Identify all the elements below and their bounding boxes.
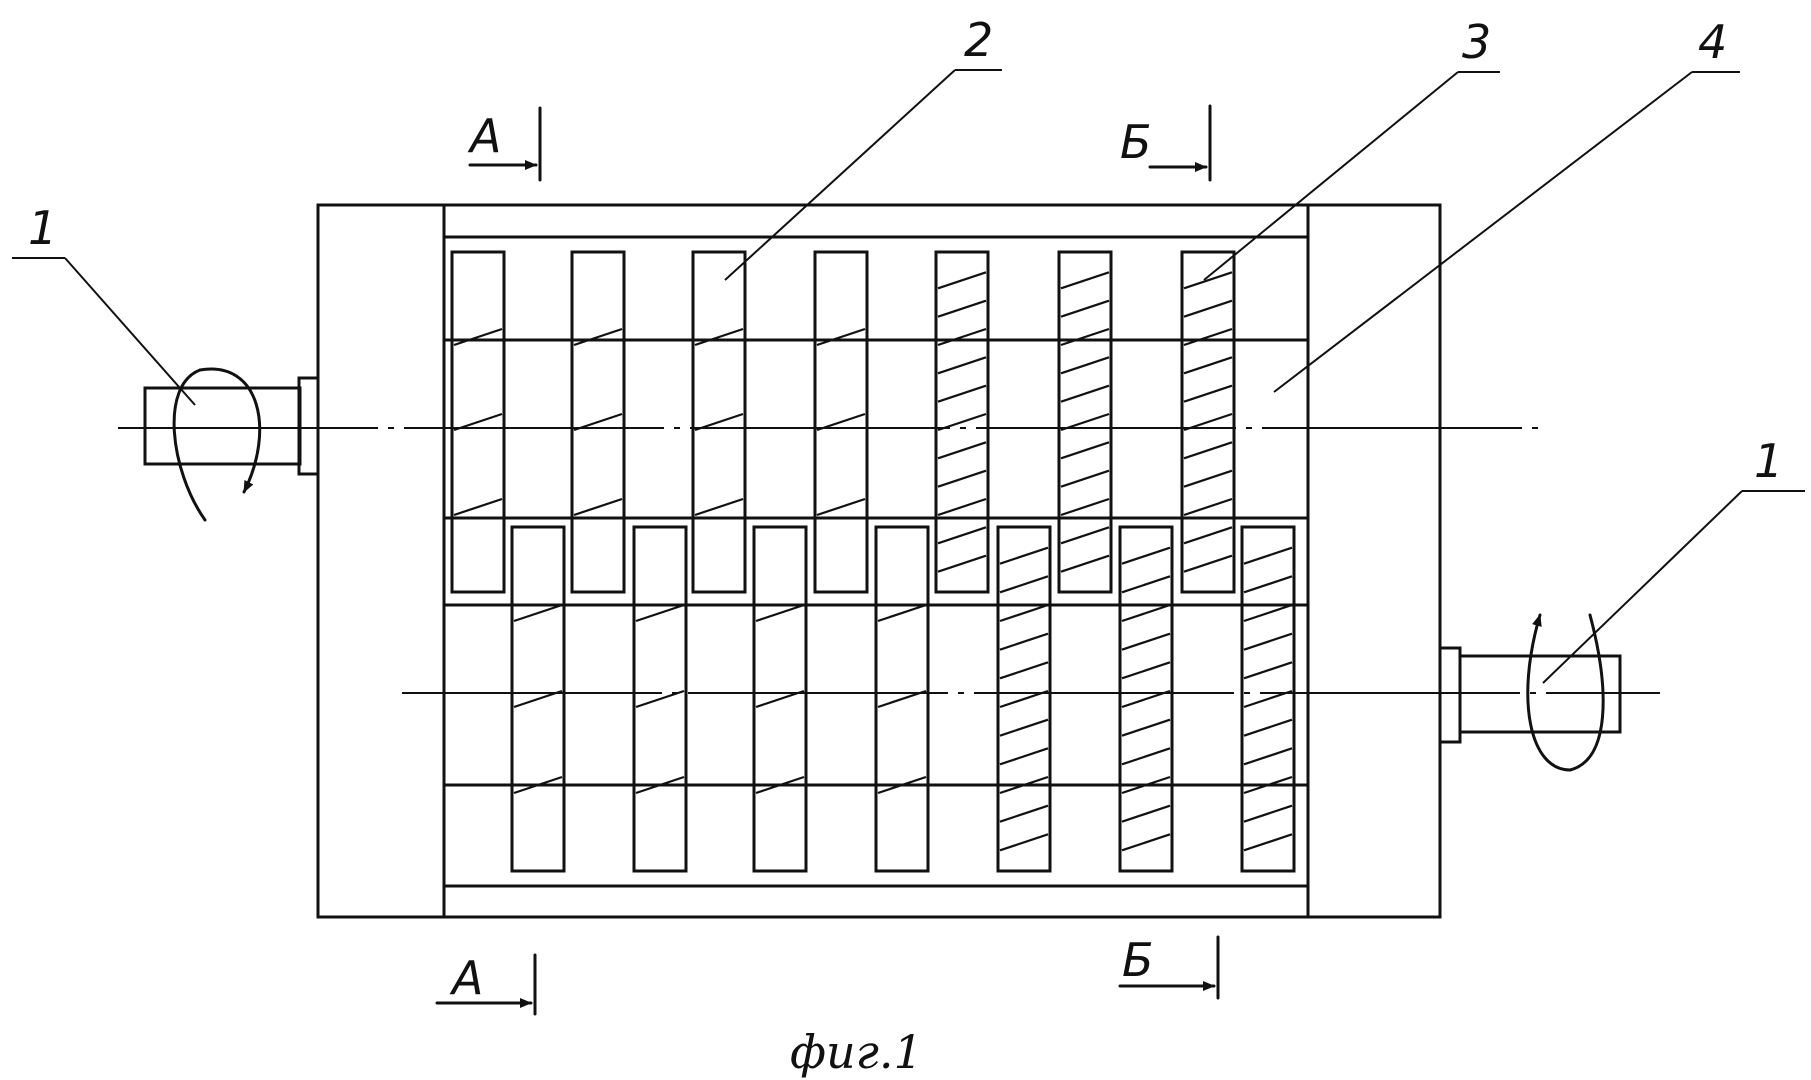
- lower-blade: [874, 525, 930, 873]
- lower-blade: [1118, 525, 1174, 873]
- upper-blade: [934, 250, 990, 594]
- upper-blade: [813, 250, 869, 594]
- lower-blade: [996, 525, 1052, 873]
- lower-blade-row: [510, 525, 1296, 873]
- section-mark-a-top: А: [467, 106, 542, 182]
- svg-text:Б: Б: [1120, 115, 1152, 169]
- upper-blade: [570, 250, 626, 594]
- figure-caption: фиг.1: [790, 1025, 923, 1079]
- section-mark-b-top: Б: [1120, 104, 1212, 182]
- lower-blade: [1240, 525, 1296, 873]
- upper-blade: [450, 250, 506, 594]
- lower-blade: [752, 525, 808, 873]
- callout-leaders: [12, 69, 1805, 684]
- lower-blade: [510, 525, 566, 873]
- left-drive-shaft: [143, 367, 320, 522]
- upper-blade: [1057, 250, 1113, 594]
- right-drive-shaft: [1438, 613, 1622, 772]
- callout-label-housing: 4: [1698, 15, 1727, 69]
- svg-text:А: А: [467, 109, 501, 163]
- lower-blade: [632, 525, 688, 873]
- svg-text:А: А: [449, 951, 483, 1005]
- upper-blade-row: [450, 250, 1236, 594]
- callout-label-shaft-left: 1: [28, 201, 57, 255]
- section-mark-a-bottom: А: [435, 951, 537, 1016]
- callout-label-shaft-right: 1: [1754, 434, 1783, 488]
- callout-label-blade-hatched: 3: [1462, 15, 1491, 69]
- housing: [316, 203, 1442, 919]
- section-mark-b-bottom: Б: [1118, 933, 1220, 1000]
- upper-blade: [1180, 250, 1236, 594]
- svg-text:Б: Б: [1122, 933, 1154, 987]
- upper-blade: [691, 250, 747, 594]
- callout-label-blade: 2: [964, 13, 993, 67]
